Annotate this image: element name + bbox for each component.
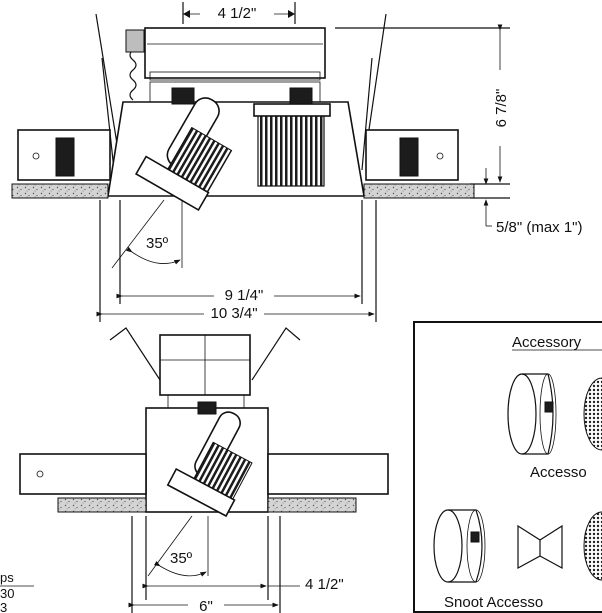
rail-right	[267, 453, 389, 495]
top-overall-label: 10 3/4"	[210, 305, 257, 322]
ceiling-right	[363, 183, 475, 199]
lamp-table-row1: 30	[0, 586, 14, 601]
top-aperture-label: 9 1/4"	[225, 287, 264, 304]
accessory-panel: Accessory Accesso Snoot Accesso	[413, 321, 602, 613]
driver-box	[144, 27, 326, 79]
bottom-angle-label: 35º	[170, 550, 193, 567]
bottom-overall-label: 6"	[199, 598, 213, 613]
rail-left	[19, 453, 147, 495]
top-angle-label: 35º	[146, 235, 169, 252]
arrow-left-icon	[183, 10, 190, 18]
spring-left	[95, 13, 119, 151]
heat-sink	[257, 111, 325, 187]
accessory-bottom-label: Snoot Accesso	[444, 594, 543, 611]
ceiling-left	[11, 183, 109, 199]
lamp-table: ps 30 3	[0, 570, 34, 613]
bottom-aperture-label: 4 1/2"	[305, 576, 344, 593]
angle-arc	[126, 246, 181, 265]
louver-mesh-icon	[583, 377, 602, 451]
top-view: 4 1/2"	[11, 2, 583, 322]
accessory-panel-frame	[413, 321, 602, 613]
accessory-middle-label: Accesso	[530, 464, 587, 481]
bottom-view: 35º 4 1/2" 6"	[19, 327, 389, 613]
ceiling-thickness-label: 5/8" (max 1")	[496, 219, 583, 236]
lamp-table-header: ps	[0, 570, 14, 585]
arrow-right-icon	[288, 10, 295, 18]
spring-left-bottom	[109, 327, 161, 381]
lamp-table-row2: 3	[0, 600, 7, 613]
height-label: 6 7/8"	[493, 89, 510, 128]
spring-right-bottom	[251, 327, 301, 381]
top-width-label: 4 1/2"	[218, 5, 257, 22]
spring-right	[365, 13, 387, 151]
accessory-title: Accessory	[512, 334, 582, 351]
